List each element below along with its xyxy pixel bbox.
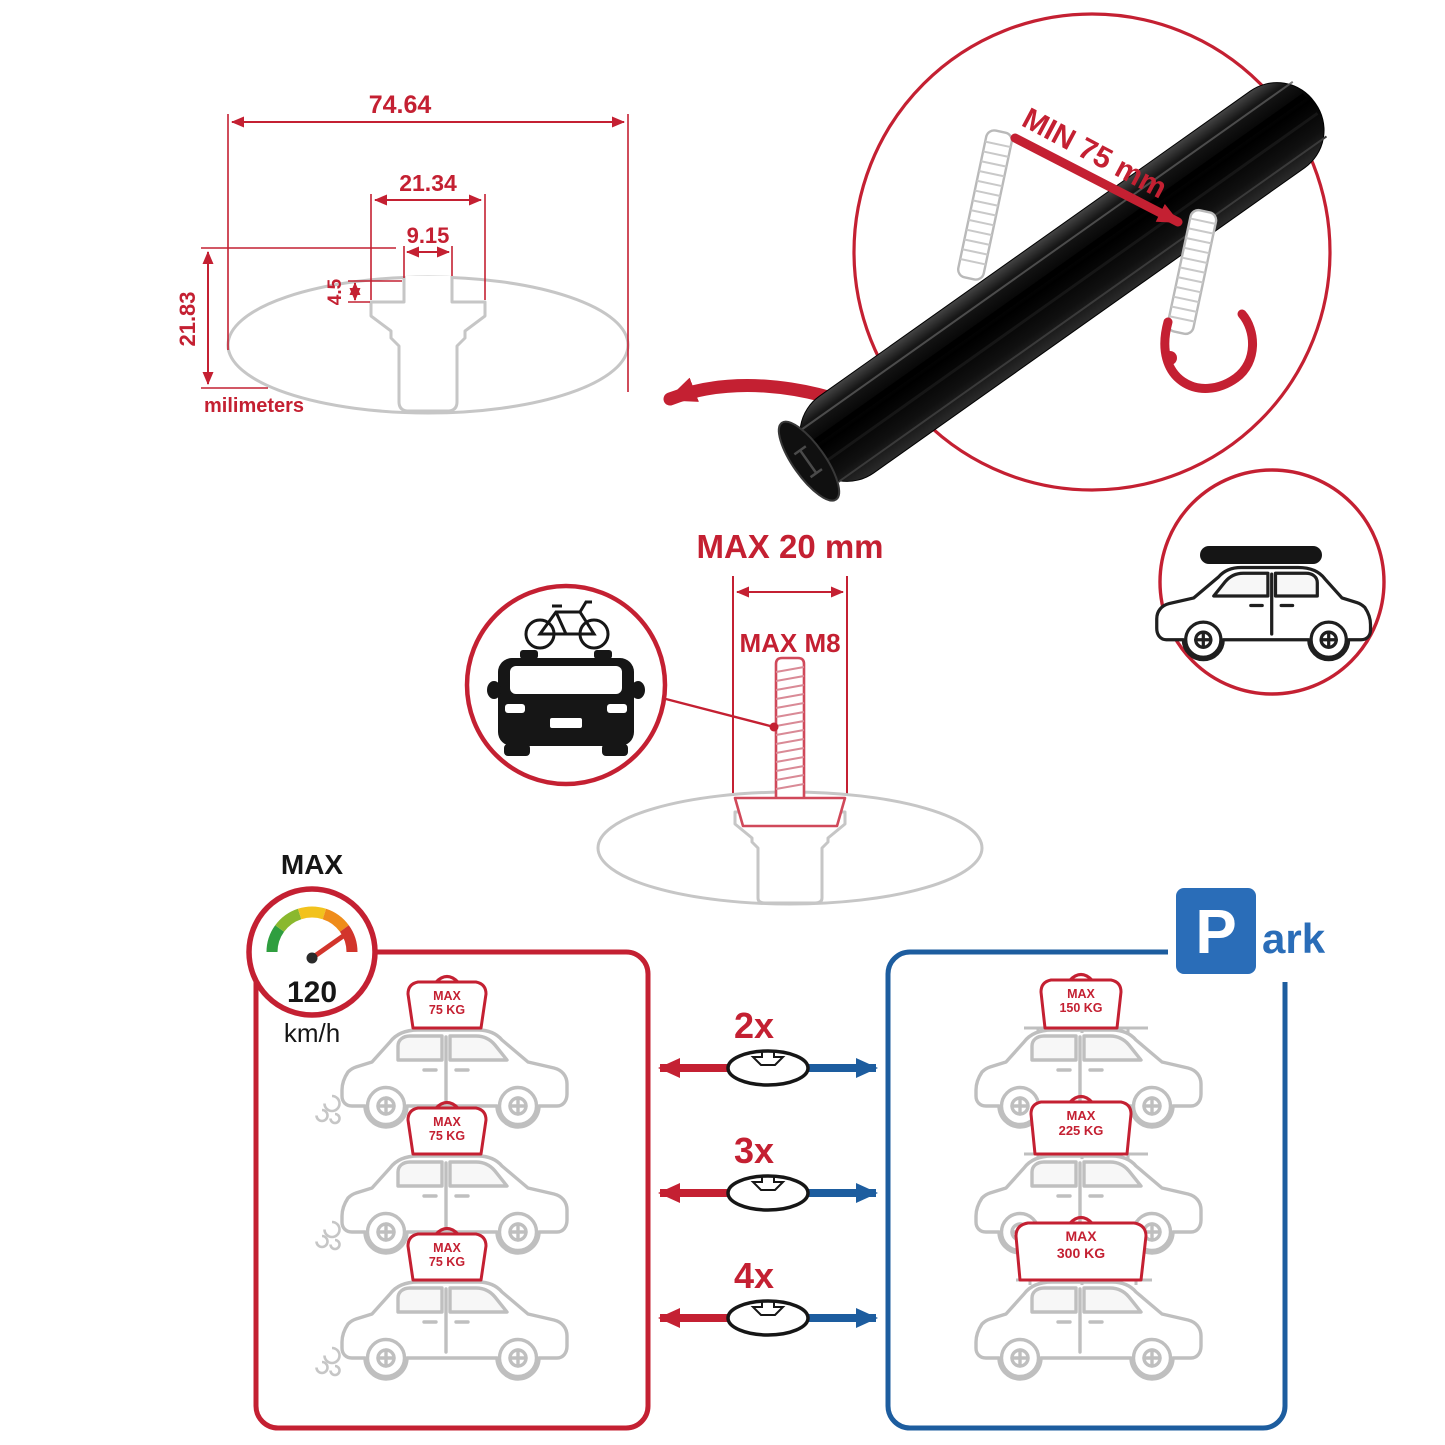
cargo-bag: MAX 300 KG [1014, 1216, 1148, 1282]
cargo-weight-label: 300 KG [1057, 1245, 1105, 1261]
crossbar-profile-slot [750, 1302, 786, 1316]
capacity-row-3: 4x [658, 1255, 878, 1337]
cargo-max-label: MAX [1067, 987, 1095, 1001]
driving-car-3: MAX 75 KG [315, 1227, 569, 1381]
dim-total-width [227, 114, 629, 392]
gauge-needle-icon [309, 931, 349, 961]
cargo-bag: MAX 150 KG [1039, 973, 1123, 1030]
profile-dimension-diagram: 74.64 21.34 9.15 4.5 21.83 milimeters [175, 91, 630, 417]
crossbar-profile-icon [726, 1299, 810, 1337]
dim-slot-opening-label: 9.15 [407, 223, 450, 248]
bike-icon [524, 600, 610, 650]
cargo-max-label: MAX [433, 1115, 461, 1129]
parking-sign: P ark [1168, 880, 1326, 982]
capacity-row-1: 2x [658, 1005, 878, 1087]
multiplier-label: 2x [734, 1005, 774, 1046]
speedometer-badge: MAX 120 km/h [246, 849, 378, 1048]
cargo-weight-label: 150 KG [1059, 1001, 1102, 1015]
sign-text: ark [1262, 915, 1326, 962]
connector-line [661, 696, 775, 729]
cargo-weight-label: 225 KG [1059, 1123, 1104, 1138]
u-bolt-left-icon [956, 129, 1014, 281]
speed-max-label: MAX [281, 849, 344, 880]
clamp-pivot-dot [1163, 351, 1177, 365]
cargo-weight-label: 75 KG [429, 1255, 465, 1269]
crossbar-profile-slot [750, 1177, 786, 1191]
capacity-row-2: 3x [658, 1130, 878, 1212]
u-bolt-right-icon [1166, 208, 1218, 336]
cargo-max-label: MAX [433, 989, 461, 1003]
max-width-label: MAX 20 mm [696, 528, 883, 565]
multiplier-label: 3x [734, 1130, 774, 1171]
width-dim-lines [732, 576, 848, 796]
min-clearance-arrow [1010, 133, 1183, 227]
dim-slot-depth [348, 280, 402, 303]
dim-total-height-label: 21.83 [175, 291, 200, 346]
sign-letter: P [1195, 898, 1236, 967]
cargo-weight-label: 75 KG [429, 1003, 465, 1017]
dim-slot-depth-label: 4.5 [325, 278, 346, 305]
max-thread-label: MAX M8 [739, 628, 840, 658]
parked-car-3: MAX 300 KG [974, 1216, 1203, 1381]
speed-unit: km/h [284, 1018, 340, 1048]
dim-slot-outer [370, 194, 486, 300]
roof-box-icon [1200, 546, 1322, 564]
sign-plate [1176, 888, 1256, 974]
car-front-icon [487, 650, 645, 756]
crossbar-profile-slot [750, 1052, 786, 1066]
cargo-weight-label: 75 KG [429, 1129, 465, 1143]
multiplier-label: 4x [734, 1255, 774, 1296]
crossbar-profile-icon [726, 1049, 810, 1087]
cargo-bag: MAX 75 KG [406, 1227, 488, 1282]
bolt-icon [733, 656, 847, 828]
dim-slot-opening [403, 246, 453, 278]
profile-channel [369, 276, 487, 413]
dim-slot-outer-label: 21.34 [399, 170, 457, 196]
gauge-arc-icon [266, 906, 358, 953]
dim-total-height [201, 247, 396, 389]
roofbox-car-badge [1155, 468, 1386, 696]
crossbar-detail-badge: MIN 75 mm [777, 12, 1332, 502]
cargo-bag: MAX 75 KG [406, 975, 488, 1030]
driving-car-2: MAX 75 KG [315, 1101, 569, 1255]
dim-total-width-label: 74.64 [369, 91, 432, 119]
cargo-max-label: MAX [433, 1241, 461, 1255]
speed-value: 120 [287, 976, 337, 1009]
cargo-bag: MAX 75 KG [406, 1101, 488, 1156]
cargo-max-label: MAX [1065, 1228, 1097, 1244]
gauge-pivot [306, 952, 318, 964]
driving-car-1: MAX 75 KG [315, 975, 569, 1129]
bike-car-badge [464, 583, 668, 787]
cargo-bag: MAX 225 KG [1029, 1095, 1133, 1156]
crossbar-3d [777, 81, 1328, 502]
bolt-head [733, 796, 847, 828]
bolt-diagram: MAX 20 mm MAX M8 [464, 528, 984, 906]
units-label: milimeters [204, 395, 304, 417]
connector-dot [769, 722, 779, 732]
cargo-max-label: MAX [1067, 1108, 1096, 1123]
parked-car-2: MAX 225 KG [974, 1095, 1203, 1255]
crossbar-profile-icon [726, 1174, 810, 1212]
parked-car-1: MAX 150 KG [974, 973, 1203, 1129]
